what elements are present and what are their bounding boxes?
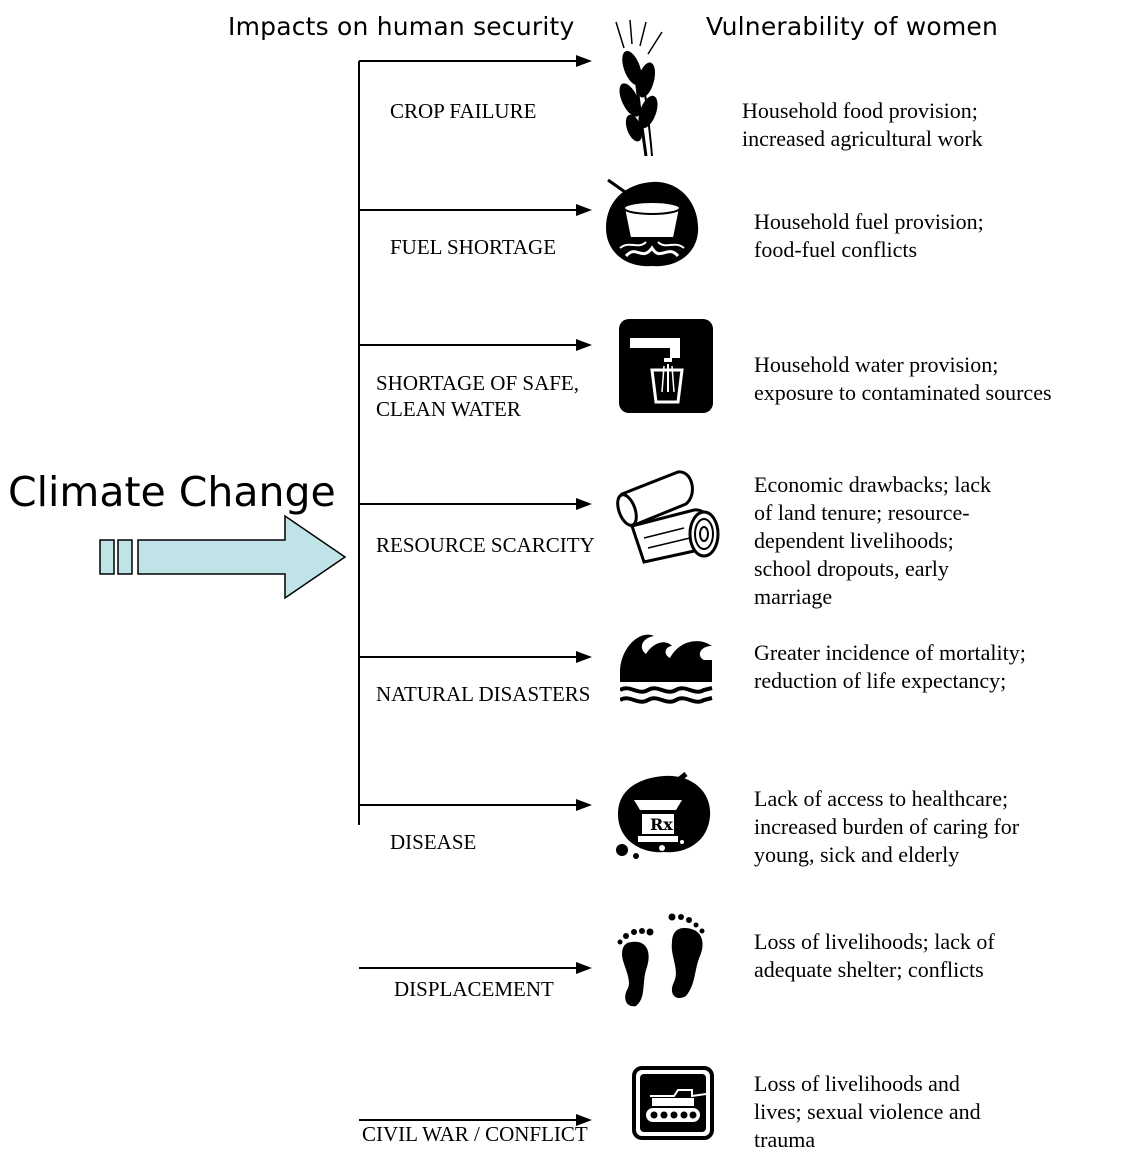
vulnerability-resource-scarcity: Economic drawbacks; lack of land tenure;… [754,472,992,609]
water-tap-icon [619,319,713,413]
climate-change-arrow [99,514,347,600]
vulnerability-natural-disasters: Greater incidence of mortality; reductio… [754,640,1026,693]
branch-arrows [359,55,592,1126]
climate-change-label: Climate Change [8,468,336,516]
branch-arrowhead [576,651,592,663]
logs-icon [616,470,720,564]
branch-arrowhead [576,962,592,974]
impact-disease: DISEASE [390,830,477,854]
branch-arrowhead [576,498,592,510]
impact-civil-war: CIVIL WAR / CONFLICT [362,1122,588,1146]
impact-displacement: DISPLACEMENT [394,977,554,1001]
impact-resource-scarcity: RESOURCE SCARCITY [376,533,595,557]
vulnerability-header: Vulnerability of women [706,12,999,41]
wheat-icon [615,19,663,157]
vulnerability-civil-war: Loss of livelihoods and lives; sexual vi… [754,1071,981,1151]
vulnerability-disease: Lack of access to healthcare; increased … [754,786,1020,867]
branch-arrowhead [576,339,592,351]
impact-crop-failure: CROP FAILURE [390,99,537,123]
impact-fuel-shortage: FUEL SHORTAGE [390,235,557,259]
footprints-icon [617,913,705,1007]
tank-icon [632,1066,714,1140]
branch-arrowhead [576,1114,592,1126]
impacts-header: Impacts on human security [228,12,575,41]
vulnerability-fuel-shortage: Household fuel provision; food-fuel conf… [754,209,984,262]
vulnerability-water-shortage: Household water provision; exposure to c… [754,352,1052,405]
waves-icon [620,634,713,704]
impact-water-shortage: SHORTAGE OF SAFE, CLEAN WATER [376,371,580,421]
svg-text:Rx: Rx [650,815,673,834]
vulnerability-displacement: Loss of livelihoods; lack of adequate sh… [754,929,995,982]
cooking-fire-icon [606,178,699,267]
branch-arrowhead [576,55,592,67]
vulnerability-crop-failure: Household food provision; increased agri… [742,98,983,151]
branch-arrowhead [576,799,592,811]
medicine-rx-icon: Rx [616,772,711,859]
branch-arrowhead [576,204,592,216]
impact-natural-disasters: NATURAL DISASTERS [376,682,591,706]
